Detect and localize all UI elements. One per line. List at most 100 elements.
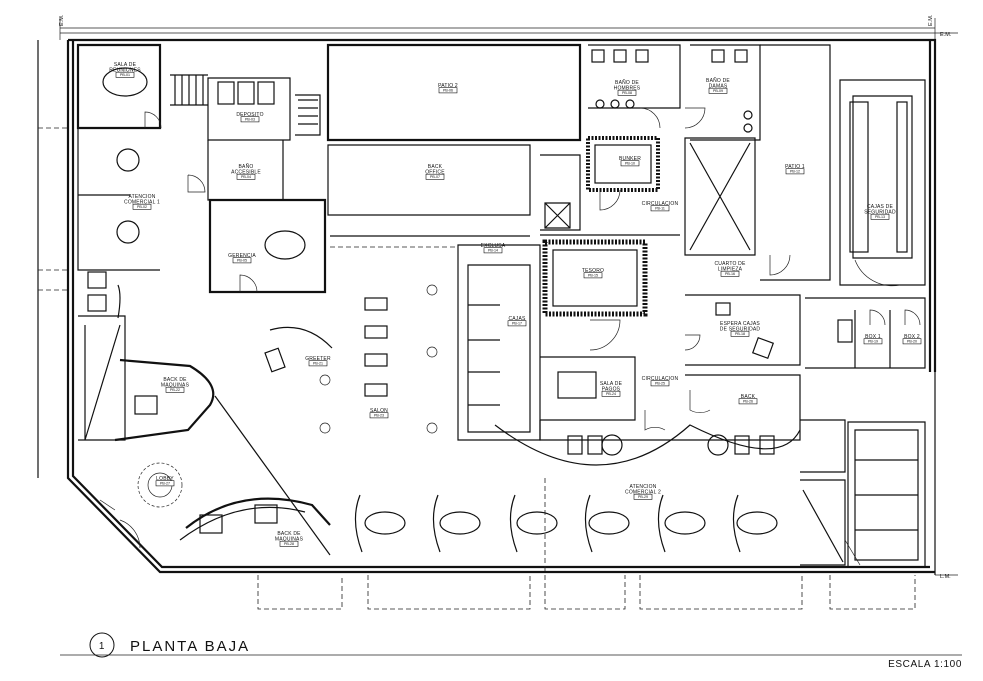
room-name-line: SALA DE [114,62,137,68]
drawing-number: 1 [99,641,105,652]
room-tag-box [650,380,670,387]
room-name-line: ATENCION [128,194,155,200]
room-tag-box [730,330,750,337]
room-name-line: LOBBY [156,476,174,482]
room-patio-1: PATIO 1PB-12 [785,164,805,175]
room-tag: PB-06 [443,89,453,93]
room-tag: PB-12 [790,170,800,174]
room-name-line: PAGOS [602,387,621,393]
room-name-line: DEPOSITO [236,112,263,118]
room-name-line: BAÑO DE [615,79,639,86]
room-tag-box [369,412,389,419]
room-name-line: COMERCIAL 2 [625,490,661,496]
room-tag-box [425,173,445,180]
room-tag-box [633,493,653,500]
room-name-line: BACK DE [163,377,187,383]
room-name-line: BAÑO [239,163,254,170]
room-name-line: BACK [428,164,443,170]
room-tag: PB-20 [907,340,917,344]
room-tag: PB-10 [625,162,635,166]
room-tag: PB-18 [735,332,745,336]
room-name-line: HOMBRES [614,86,641,92]
room-name-line: MAQUINAS [275,537,304,543]
room-name-line: ESPERA CAJAS [720,321,760,327]
room-tag: PB-13 [875,215,885,219]
room-tag: PB-25 [655,382,665,386]
room-tag-box [785,168,805,175]
room-tag-box [155,480,175,487]
room-tag-box [308,360,328,367]
room-tag: PB-02 [137,205,147,209]
room-name-line: TESORO [582,268,604,274]
room-tag: PB-15 [588,274,598,278]
room-tag: PB-22 [170,388,180,392]
room-name-line: MAQUINAS [161,383,190,389]
room-name-line: CAJAS [508,316,526,322]
room-tag: PB-29 [638,495,648,499]
room-box-2: BOX 2PB-20 [902,334,922,345]
em-label-right: E.M. [940,32,952,38]
room-tag: PB-21 [313,362,323,366]
room-patio-2: PATIO 2PB-06 [438,83,458,94]
room-tag: PB-19 [868,340,878,344]
room-tag: PB-01 [120,73,130,77]
title-block: 1 PLANTA BAJA ESCALA 1:100 [60,632,962,670]
room-name-line: GREETER [305,356,331,362]
outer-walls [37,38,937,575]
room-name-line: PATIO 2 [438,83,458,89]
drawing-number-circle [89,632,115,658]
room-name-line: SEGURIDAD [864,210,896,216]
interior-walls [76,43,926,568]
room-tag: PB-14 [488,249,498,253]
room-tag: PB-27 [160,482,170,486]
room-name-line: CIRCULACION [642,201,679,207]
room-name-line: EXCLUSA [481,243,506,249]
room-tag-box [720,270,740,277]
room-tag-box [708,87,728,94]
room-box-1: BOX 1PB-19 [863,334,883,345]
lm-label: L.M. [940,574,951,580]
em-label-top-right: E.M. [928,14,934,26]
room-tag-box [438,87,458,94]
room-tag-box [617,89,637,96]
room-name-line: PATIO 1 [785,164,805,170]
room-tag: PB-24 [606,392,616,396]
room-name-line: REUNIONES [109,68,141,74]
room-name-line: BUNKER [619,156,641,162]
room-tag: PB-03 [245,118,255,122]
room-tag-box [507,320,527,327]
room-tag-box [650,205,670,212]
room-name-line: COMERCIAL 1 [124,200,160,206]
room-tag-box [601,390,621,397]
room-tag-box [236,173,256,180]
room-tag-box [902,338,922,345]
room-tag: PB-28 [284,542,294,546]
room-tag-box [115,71,135,78]
room-tag-box [132,203,152,210]
room-name-line: BOX 1 [865,334,881,340]
room-name-line: BACK DE [277,531,301,537]
room-tag-box [863,338,883,345]
room-name-line: CIRCULACION [642,376,679,382]
